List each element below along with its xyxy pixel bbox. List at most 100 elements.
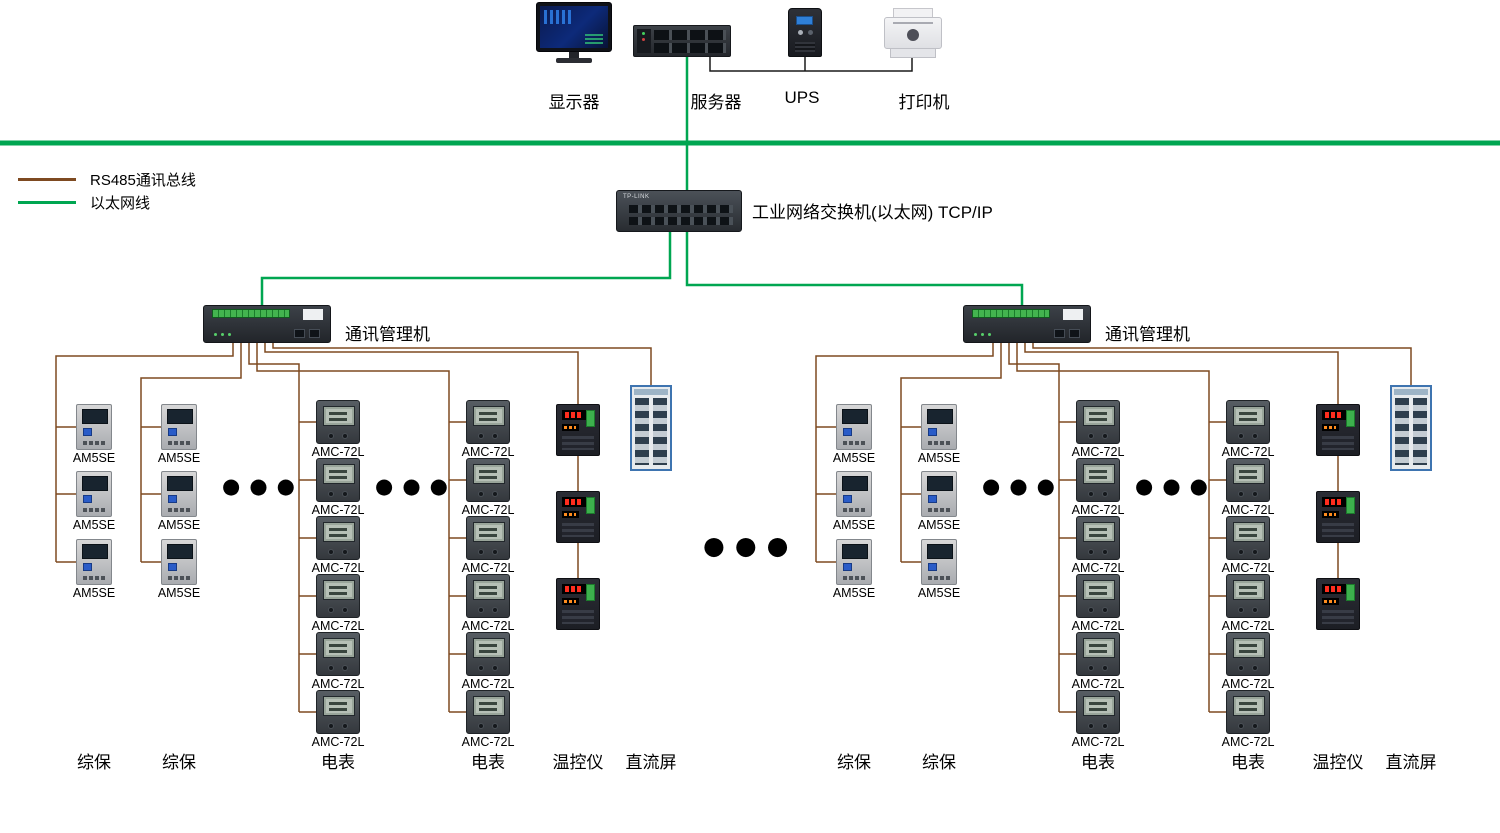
meter-buttons-icon <box>1227 723 1269 729</box>
device-screen-icon <box>842 544 868 559</box>
power-meter-device <box>466 400 510 444</box>
led-display-icon <box>1322 584 1346 594</box>
device-model-label: AMC-72L <box>1071 677 1125 691</box>
device-screen-icon <box>927 544 953 559</box>
server-panel-icon <box>637 29 651 53</box>
green-indicator-icon <box>586 497 595 514</box>
power-meter-device <box>1076 574 1120 618</box>
device-model-label: AMC-72L <box>1071 503 1125 517</box>
status-leds-icon <box>974 333 991 336</box>
power-meter-device <box>1226 632 1270 676</box>
green-indicator-icon <box>586 410 595 427</box>
device-button-icon <box>168 495 177 503</box>
terminal-grid-icon <box>562 436 594 450</box>
led-display-icon <box>562 424 579 431</box>
power-meter-device <box>316 458 360 502</box>
meter-buttons-icon <box>467 433 509 439</box>
device-unit: AMC-72L <box>312 574 364 633</box>
device-unit <box>1316 578 1360 630</box>
monitor-screen-icon <box>536 2 612 52</box>
device-unit: AMC-72L <box>462 632 514 691</box>
device-keypad-icon <box>168 576 190 580</box>
device-unit: AMC-72L <box>1072 632 1124 691</box>
protection-relay-device <box>836 539 872 585</box>
device-unit: AMC-72L <box>312 458 364 517</box>
wire <box>1008 343 1060 712</box>
meter-lcd-icon <box>473 522 505 542</box>
device-model-label: AMC-72L <box>311 445 365 459</box>
wire <box>1024 343 1339 604</box>
device-model-label: AMC-72L <box>311 677 365 691</box>
device-keypad-icon <box>83 441 105 445</box>
device-unit: AMC-72L <box>312 516 364 575</box>
power-meter-device <box>1076 400 1120 444</box>
device-category-label: 电表 <box>321 753 355 772</box>
printer-slot-icon <box>893 22 933 24</box>
meter-buttons-icon <box>467 491 509 497</box>
device-model-label: AMC-72L <box>461 445 515 459</box>
legend-row-ethernet: 以太网线 <box>18 191 196 214</box>
device-model-label: AM5SE <box>832 451 876 465</box>
power-meter-device <box>1076 458 1120 502</box>
device-unit <box>1316 491 1360 543</box>
device-keypad-icon <box>843 508 865 512</box>
protection-relay-device <box>161 471 197 517</box>
cabinet-modules-icon <box>1413 398 1427 465</box>
temp-controller-device <box>556 404 600 456</box>
device-unit: AMC-72L <box>1222 632 1274 691</box>
device-category-label: 直流屏 <box>625 753 677 772</box>
device-keypad-icon <box>928 441 950 445</box>
device-model-label: AMC-72L <box>1221 445 1275 459</box>
device-unit: AM5SE <box>73 539 115 600</box>
device-keypad-icon <box>168 441 190 445</box>
wire <box>272 343 652 385</box>
device-unit: AMC-72L <box>312 400 364 459</box>
device-keypad-icon <box>843 576 865 580</box>
device-button-icon <box>83 495 92 503</box>
device-model-label: AM5SE <box>917 451 961 465</box>
protection-relay-device <box>921 404 957 450</box>
device-model-label: AMC-72L <box>1221 677 1275 691</box>
wire <box>815 343 994 562</box>
meter-lcd-icon <box>1233 580 1265 600</box>
monitor-content-icon <box>540 6 608 48</box>
printer-device <box>884 8 942 58</box>
power-meter-device <box>1226 458 1270 502</box>
printer-knob-icon <box>907 28 919 41</box>
meter-lcd-icon <box>1083 696 1115 716</box>
rs485-line-swatch <box>18 178 76 181</box>
cabinet-modules-icon <box>635 398 649 465</box>
device-screen-icon <box>82 544 108 559</box>
device-button-icon <box>843 563 852 571</box>
meter-buttons-icon <box>317 491 359 497</box>
protection-relay-device <box>921 471 957 517</box>
server-ports-icon <box>654 30 726 40</box>
device-button-icon <box>928 428 937 436</box>
device-unit: AMC-72L <box>312 690 364 749</box>
device-unit <box>556 578 600 630</box>
device-model-label: AMC-72L <box>1071 561 1125 575</box>
power-meter-device <box>466 574 510 618</box>
device-unit: AMC-72L <box>462 400 514 459</box>
device-unit: AMC-72L <box>1072 690 1124 749</box>
cabinet-header-icon <box>634 389 668 395</box>
device-keypad-icon <box>83 576 105 580</box>
meter-buttons-icon <box>467 665 509 671</box>
device-unit: AMC-72L <box>462 574 514 633</box>
meter-lcd-icon <box>473 580 505 600</box>
device-keypad-icon <box>843 441 865 445</box>
wire <box>55 343 234 562</box>
protection-relay-device <box>161 539 197 585</box>
device-unit <box>1316 404 1360 456</box>
cabinet-modules-icon <box>653 398 667 465</box>
ups-device <box>788 8 822 57</box>
comm-manager-label: 通讯管理机 <box>1105 325 1190 344</box>
monitor-label: 显示器 <box>548 93 600 112</box>
more-devices-ellipsis: ●●● <box>703 531 799 560</box>
meter-buttons-icon <box>1227 607 1269 613</box>
device-button-icon <box>168 428 177 436</box>
device-category-label: 综保 <box>77 753 111 772</box>
device-model-label: AMC-72L <box>1071 445 1125 459</box>
device-unit: AM5SE <box>918 471 960 532</box>
